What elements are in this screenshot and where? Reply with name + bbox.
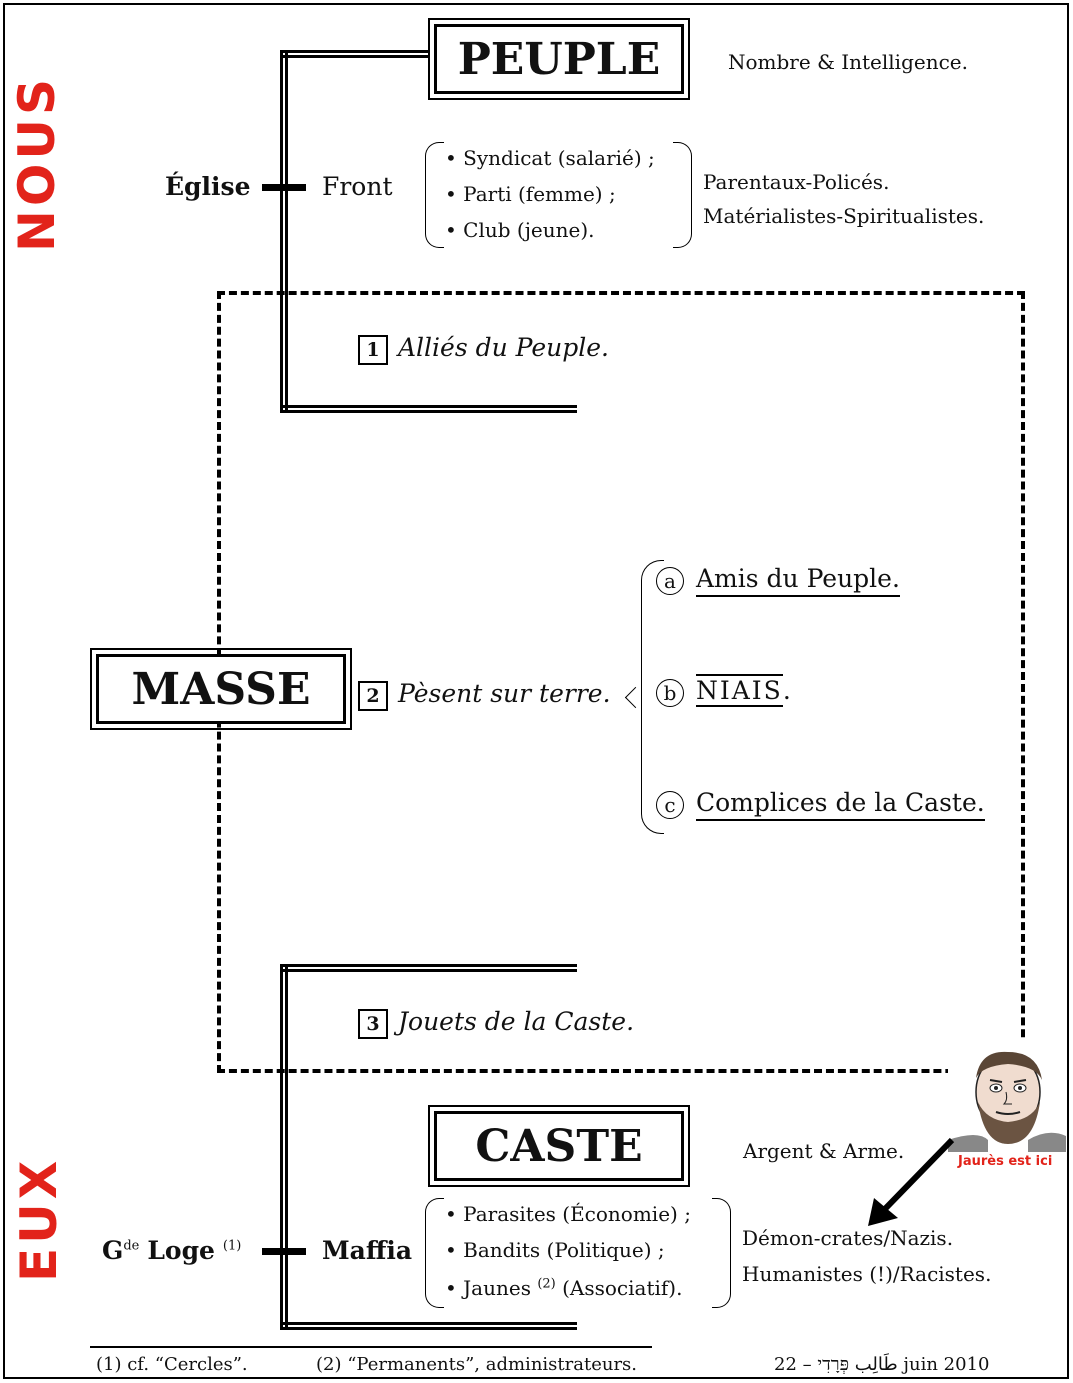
front-label: Front — [322, 172, 393, 201]
masse-item-1: 1 Alliés du Peuple. — [358, 333, 609, 365]
loge-text: Loge — [147, 1236, 215, 1265]
sub-b-text: NIAIS — [696, 674, 783, 707]
maffia-item-3-a: • Jaunes — [445, 1276, 531, 1300]
footnote-1: (1) cf. “Cercles”. — [96, 1354, 248, 1375]
caste-right-line-2: Humanistes (!)/Racistes. — [742, 1262, 992, 1286]
caste-title: CASTE — [475, 1120, 643, 1172]
page-border — [3, 3, 1069, 1379]
portrait-caption: Jaurès est ici — [958, 1154, 1053, 1169]
sub-a-letter: a — [656, 566, 684, 595]
arrow-to-democrates — [868, 1137, 955, 1226]
eglise-label: Église — [165, 172, 251, 201]
footnote-rule — [90, 1346, 652, 1348]
sub-c-text: Complices de la Caste. — [696, 788, 985, 821]
item-3-text: Jouets de la Caste. — [398, 1007, 635, 1036]
maffia-item-2: • Bandits (Politique) ; — [445, 1238, 665, 1262]
sub-b-period: . — [782, 676, 791, 705]
front-item-1: • Syndicat (salarié) ; — [445, 146, 655, 170]
peuple-box: PEUPLE — [428, 18, 690, 100]
masse-title: MASSE — [131, 663, 311, 715]
side-label-nous: NOUS — [8, 75, 66, 252]
peuple-right-line-2: Matérialistes-Spiritualistes. — [703, 204, 985, 228]
jaures-portrait — [948, 1040, 1066, 1152]
caste-right-line-1: Démon-crates/Nazis. — [742, 1226, 954, 1250]
maffia-item-3: • Jaunes (2) (Associatif). — [445, 1276, 682, 1300]
caste-subtitle: Argent & Arme. — [743, 1139, 905, 1163]
maffia-item-1: • Parasites (Économie) ; — [445, 1202, 691, 1226]
masse-sub-b: b NIAIS. — [656, 674, 791, 707]
item-1-number: 1 — [358, 334, 388, 365]
masse-sub-c: c Complices de la Caste. — [656, 788, 985, 821]
item-2-number: 2 — [358, 680, 388, 711]
masse-sub-a: a Amis du Peuple. — [656, 564, 900, 597]
sub-c-letter: c — [656, 790, 684, 819]
masse-item-2: 2 Pèsent sur terre. — [358, 679, 611, 711]
maffia-item-3-note: (2) — [537, 1276, 556, 1292]
signature: طَالِب פְּרָדִי – 22 juin 2010 — [774, 1354, 990, 1375]
maffia-label: Maffia — [322, 1236, 412, 1265]
loge-note: (1) — [222, 1238, 242, 1254]
maffia-brace-right — [712, 1198, 731, 1308]
grande-loge-label: Gde Loge (1) — [102, 1236, 241, 1265]
footnote-2: (2) “Permanents”, administrateurs. — [316, 1354, 638, 1375]
item-2-text: Pèsent sur terre. — [398, 679, 611, 708]
masse-item-3: 3 Jouets de la Caste. — [358, 1007, 634, 1039]
front-item-2: • Parti (femme) ; — [445, 182, 616, 206]
maffia-item-3-b: (Associatif). — [562, 1276, 683, 1300]
front-item-3: • Club (jeune). — [445, 218, 595, 242]
eglise-text: Église — [165, 172, 251, 201]
maffia-text: Maffia — [322, 1236, 413, 1265]
front-brace-right — [673, 142, 692, 248]
peuple-title: PEUPLE — [457, 33, 661, 85]
peuple-right-line-1: Parentaux-Policés. — [703, 170, 890, 194]
jaures-portrait-drawing — [948, 1051, 1066, 1152]
item-1-text: Alliés du Peuple. — [398, 333, 609, 362]
maffia-brace-left — [425, 1198, 444, 1308]
item-3-number: 3 — [358, 1008, 388, 1039]
masse-box: MASSE — [90, 648, 352, 730]
front-brace-left — [425, 142, 444, 248]
loge-g: G — [102, 1236, 124, 1265]
sub-a-text: Amis du Peuple. — [696, 564, 900, 597]
peuple-subtitle: Nombre & Intelligence. — [728, 50, 968, 74]
loge-sup: de — [123, 1238, 140, 1254]
side-label-eux: EUX — [10, 1156, 68, 1282]
caste-box: CASTE — [428, 1105, 690, 1187]
front-text: Front — [322, 172, 393, 201]
sub-b-letter: b — [656, 678, 684, 707]
